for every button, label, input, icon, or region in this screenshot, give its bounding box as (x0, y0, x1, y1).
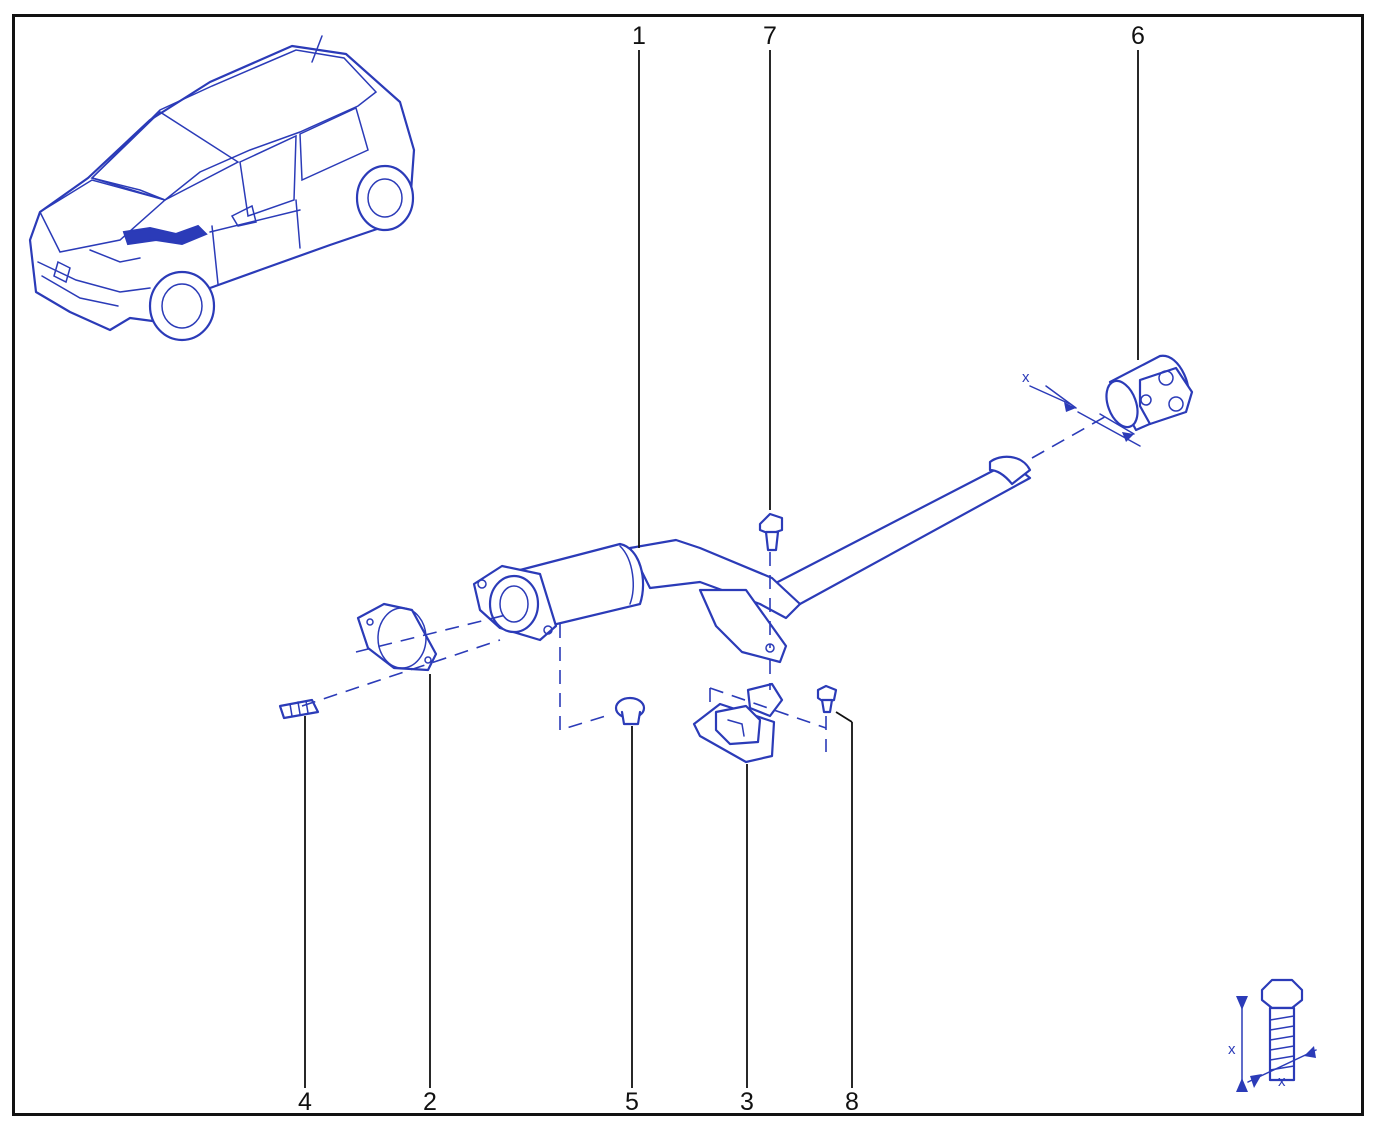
callout-7: 7 (763, 22, 777, 50)
exhaust-pipe-part (472, 455, 1032, 664)
callout-1: 1 (632, 22, 646, 50)
gasket-part (356, 602, 438, 672)
callout-3: 3 (740, 1088, 754, 1116)
mount-part (692, 682, 784, 764)
callout-5: 5 (625, 1088, 639, 1116)
callout-8: 8 (845, 1088, 859, 1116)
callout-6: 6 (1131, 22, 1145, 50)
bolt-part-8 (816, 684, 838, 714)
car-overview-icon (28, 35, 416, 342)
torque-bolt-icon: x x (1228, 978, 1317, 1092)
clamp-x-label: x (1022, 369, 1030, 386)
drawing-frame (12, 14, 1364, 1116)
clamp-dimension-mark: x (1022, 369, 1141, 447)
nut-part (614, 696, 646, 726)
callout-4: 4 (298, 1088, 312, 1116)
callout-2: 2 (423, 1088, 437, 1116)
torque-x-horizontal-label: x (1278, 1073, 1286, 1090)
torque-x-vertical-label: x (1228, 1041, 1236, 1058)
clamp-part (1105, 354, 1194, 432)
bolt-part-7 (758, 512, 784, 552)
callout-leaders (304, 50, 1139, 1088)
assembly-lines (301, 413, 1111, 752)
